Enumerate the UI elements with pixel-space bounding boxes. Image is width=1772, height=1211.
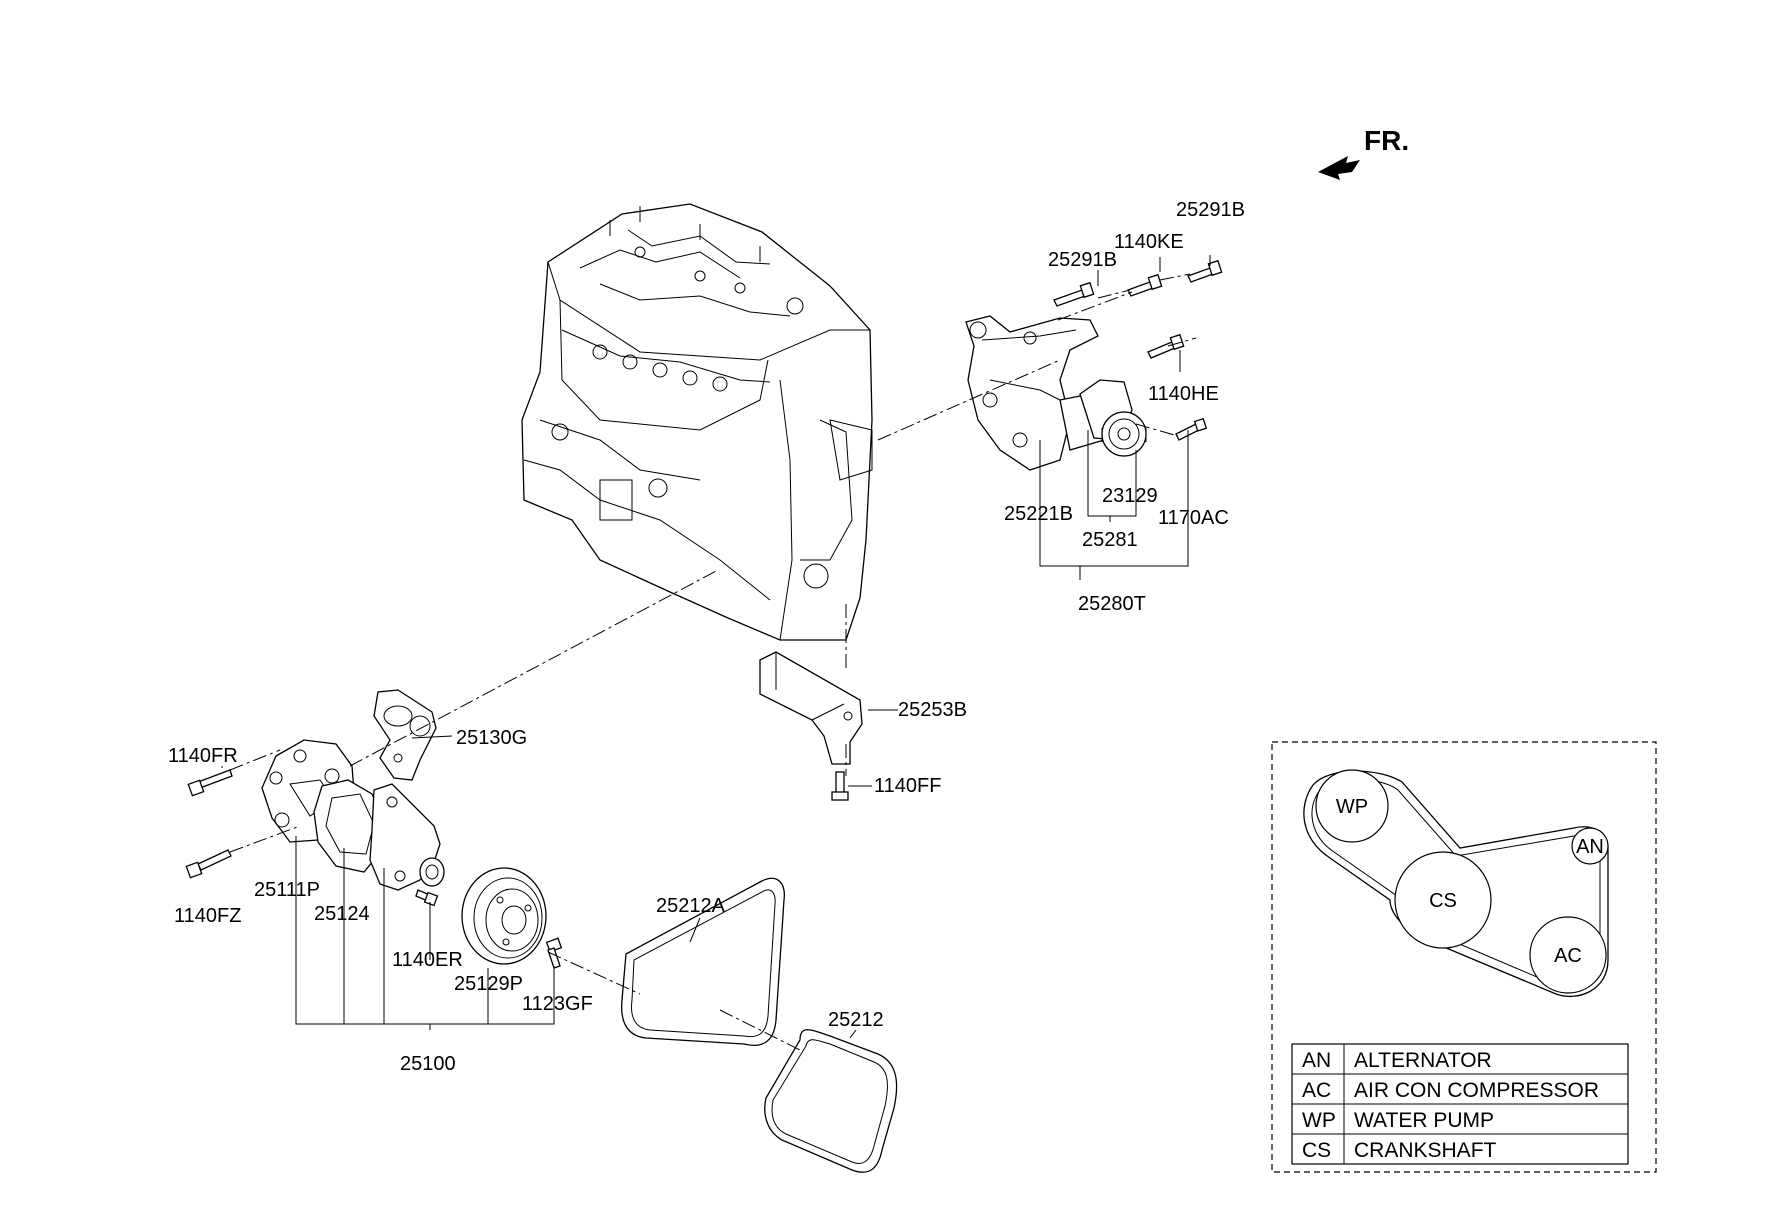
legend-name: ALTERNATOR: [1354, 1049, 1492, 1072]
bracket-25253B: [759, 651, 863, 765]
engine-block: [521, 203, 873, 641]
drive-belt-25212A: [620, 877, 785, 1046]
part-labels: 25291B 1140KE 25291B 1140HE 23129 25221B…: [168, 199, 1245, 1075]
label-25130G: 25130G: [456, 727, 527, 749]
label-25281: 25281: [1082, 529, 1138, 551]
tensioner: [1079, 379, 1147, 457]
label-25291B-top: 25291B: [1176, 199, 1245, 221]
pulley-label-ac: AC: [1554, 945, 1582, 967]
bolt-1170AC: [1175, 417, 1208, 441]
legend-name: AIR CON COMPRESSOR: [1354, 1079, 1599, 1102]
label-25212A: 25212A: [656, 895, 726, 917]
legend-table: AN ALTERNATOR AC AIR CON COMPRESSOR WP W…: [1291, 1043, 1629, 1165]
bolt-25291B: [1053, 281, 1095, 307]
inset-frame: [1271, 741, 1657, 1173]
drive-belt-25212: [764, 1029, 898, 1173]
label-1140FZ: 1140FZ: [174, 905, 241, 927]
pulley-an: [1571, 827, 1609, 865]
legend-code: WP: [1302, 1109, 1336, 1132]
legend-code: AN: [1302, 1049, 1331, 1072]
label-25212: 25212: [828, 1009, 884, 1031]
pulley-25129P: [461, 867, 547, 965]
label-25291B: 25291B: [1048, 249, 1117, 271]
label-1123GF: 1123GF: [522, 993, 593, 1015]
bolt-1140KE: [1127, 273, 1163, 297]
bolt-1140FF: [831, 771, 849, 801]
leader-lines: [221, 255, 1211, 1039]
label-25111P: 25111P: [254, 879, 320, 901]
front-direction-label: FR.: [1364, 125, 1409, 156]
legend-row: AN ALTERNATOR: [1302, 1049, 1492, 1072]
front-direction-indicator: FR.: [1318, 125, 1409, 180]
label-25253B: 25253B: [898, 699, 967, 721]
label-25129P: 25129P: [454, 973, 523, 995]
pulley-ac: [1529, 916, 1607, 994]
legend-row: CS CRANKSHAFT: [1302, 1139, 1497, 1162]
pulley-cs: [1394, 851, 1492, 949]
label-1140FF: 1140FF: [874, 775, 941, 797]
label-25124: 25124: [314, 903, 370, 925]
bolt-1140FR: [187, 769, 233, 797]
legend-code: AC: [1302, 1079, 1331, 1102]
bolt-25291B-top: [1187, 259, 1223, 283]
gasket-25130G: [373, 689, 437, 781]
label-1140HE: 1140HE: [1148, 383, 1219, 405]
pulley-label-wp: WP: [1336, 796, 1368, 818]
legend-row: WP WATER PUMP: [1302, 1109, 1494, 1132]
bolt-1123GF: [545, 937, 563, 969]
front-arrow-icon: [1318, 156, 1360, 180]
legend-row: AC AIR CON COMPRESSOR: [1302, 1079, 1599, 1102]
pulley-label-an: AN: [1576, 836, 1604, 858]
label-1170AC: 1170AC: [1158, 507, 1229, 529]
legend-name: CRANKSHAFT: [1354, 1139, 1497, 1162]
bolt-1140HE: [1147, 333, 1185, 359]
legend-code: CS: [1302, 1139, 1331, 1162]
label-1140ER: 1140ER: [392, 949, 463, 971]
belt-routing-inset: WP CS AN AC AN ALTERNATOR AC AIR CON COM…: [1271, 741, 1657, 1173]
bolt-1140ER: [415, 889, 439, 907]
pulley-wp: [1315, 769, 1389, 843]
water-pump: [369, 783, 445, 891]
label-25221B: 25221B: [1004, 503, 1073, 525]
pulley-label-cs: CS: [1429, 890, 1457, 912]
label-1140FR: 1140FR: [168, 745, 238, 767]
legend-name: WATER PUMP: [1354, 1109, 1494, 1132]
label-23129: 23129: [1102, 485, 1158, 507]
label-1140KE: 1140KE: [1114, 231, 1184, 253]
alignment-lines: [229, 273, 1197, 1051]
label-25280T: 25280T: [1078, 593, 1146, 615]
bolt-1140FZ: [185, 849, 232, 879]
label-25100: 25100: [400, 1053, 456, 1075]
